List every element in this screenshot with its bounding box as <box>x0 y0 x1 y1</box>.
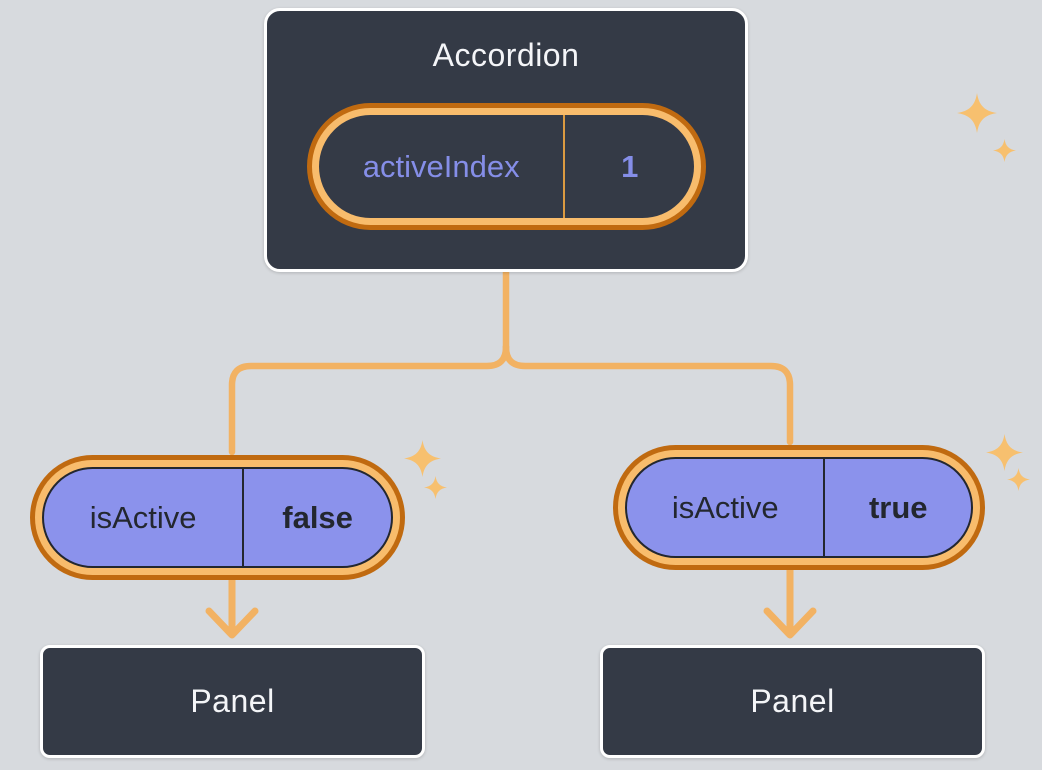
arrow-down-right-icon <box>763 564 817 639</box>
accordion-component-box: Accordion activeIndex 1 <box>264 8 1016 272</box>
prop-label: isActive <box>671 489 779 525</box>
panel-box-left: Panel <box>40 645 425 758</box>
sparkle-icon <box>1007 468 1030 491</box>
arrow-down-left-icon <box>205 574 259 639</box>
state-value: 1 <box>563 115 694 218</box>
state-pill-body: activeIndex 1 <box>319 115 694 218</box>
sparkle-icon <box>404 440 441 477</box>
panel-title: Panel <box>750 683 835 719</box>
tree-branch-lines <box>228 267 794 456</box>
prop-label: isActive <box>89 499 197 535</box>
state-pill-activeindex: activeIndex 1 <box>307 103 706 230</box>
prop-value: false <box>242 469 391 566</box>
accordion-title: Accordion <box>432 37 580 73</box>
state-label: activeIndex <box>362 148 520 184</box>
panel-title: Panel <box>190 683 275 719</box>
prop-pill-body: isActive false <box>42 467 393 568</box>
prop-value: true <box>823 459 971 556</box>
sparkle-icon <box>424 476 447 499</box>
prop-pill-isactive-true: isActive true <box>613 445 985 570</box>
sparkle-icon <box>993 139 1016 162</box>
sparkle-icon <box>986 434 1023 471</box>
panel-box-right: Panel <box>600 645 985 758</box>
prop-pill-isactive-false: isActive false <box>30 455 405 580</box>
sparkle-icon <box>957 93 997 133</box>
prop-pill-body: isActive true <box>625 457 973 558</box>
